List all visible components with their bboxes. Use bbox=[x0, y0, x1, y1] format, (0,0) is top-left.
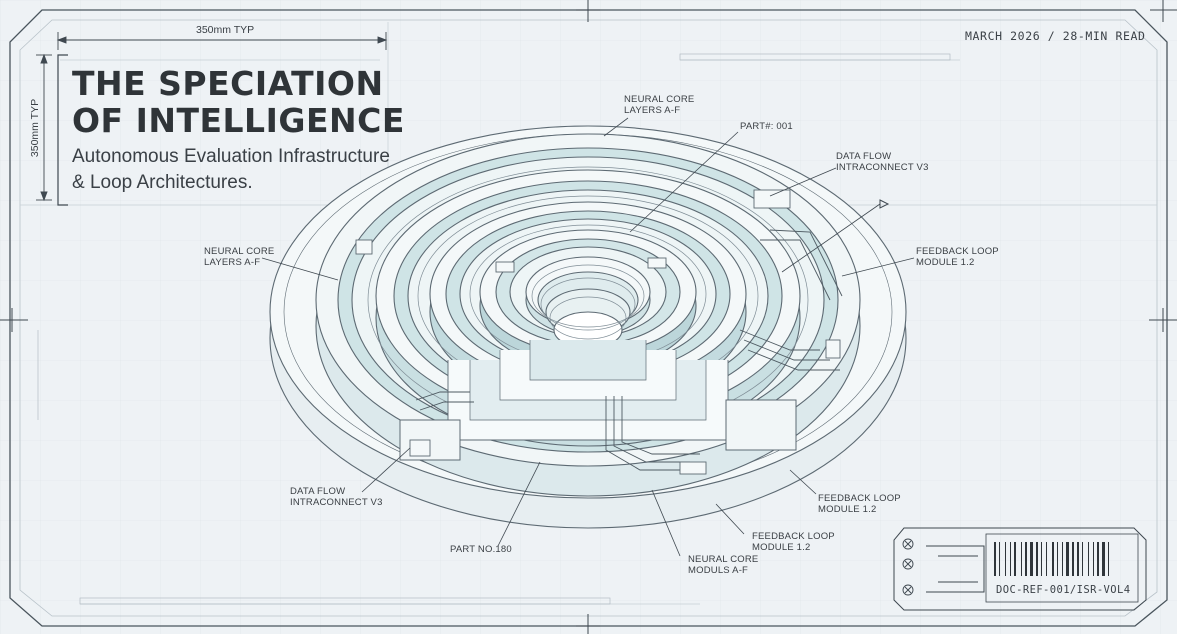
subtitle-line2: & Loop Architectures. bbox=[72, 172, 253, 193]
callout-text: FEEDBACK LOOP bbox=[752, 531, 835, 542]
arrow-icon bbox=[879, 199, 890, 209]
callout-text: MODULE 1.2 bbox=[752, 542, 811, 553]
circuit-traces bbox=[415, 229, 843, 471]
page-title-line1: THE SPECIATION bbox=[72, 64, 384, 103]
dimension-height-label: 350mm TYP bbox=[29, 98, 41, 158]
leader-lines bbox=[261, 117, 915, 557]
callout-neural-core-left: NEURAL CORE LAYERS A-F bbox=[204, 246, 274, 268]
page-title-line2: OF INTELLIGENCE bbox=[72, 101, 405, 140]
callout-text: PART#: 001 bbox=[740, 121, 793, 132]
callout-text: INTRACONNECT V3 bbox=[290, 497, 383, 508]
barcode-icon bbox=[994, 542, 1109, 576]
callout-text: LAYERS A-F bbox=[204, 257, 261, 268]
date-read-label: MARCH 2026 / 28-MIN READ bbox=[965, 29, 1146, 43]
tag-plate bbox=[893, 527, 1147, 611]
callout-feedback-lower-right: FEEDBACK LOOP MODULE 1.2 bbox=[818, 493, 901, 515]
callout-text: NEURAL CORE bbox=[688, 554, 759, 565]
core-layers bbox=[367, 166, 809, 434]
callout-text: FEEDBACK LOOP bbox=[916, 246, 999, 257]
callout-text: NEURAL CORE bbox=[204, 246, 275, 257]
callout-feedback-bottom: FEEDBACK LOOP MODULE 1.2 bbox=[752, 531, 835, 553]
callout-text: MODULS A-F bbox=[688, 565, 749, 576]
crosshair-icon bbox=[0, 308, 28, 332]
dimension-height bbox=[36, 53, 52, 202]
doc-ref-label: DOC-REF-001/ISR-VOL4 bbox=[996, 584, 1131, 596]
callout-neural-core-bottom: NEURAL CORE MODULS A-F bbox=[688, 554, 758, 576]
inner-frame bbox=[19, 19, 1158, 617]
callout-text: NEURAL CORE bbox=[624, 94, 695, 105]
callout-text: MODULE 1.2 bbox=[916, 257, 975, 268]
cutaway-section bbox=[399, 340, 797, 461]
callout-text: INTRACONNECT V3 bbox=[836, 162, 929, 173]
callout-neural-core-top: NEURAL CORE LAYERS A-F bbox=[624, 94, 694, 116]
callout-part-001: PART#: 001 bbox=[740, 121, 793, 132]
crosshair-icon bbox=[1150, 0, 1177, 22]
connector-blocks bbox=[355, 189, 841, 475]
title-bracket bbox=[57, 54, 68, 206]
subtitle-line1: Autonomous Evaluation Infrastructure bbox=[72, 146, 390, 167]
screw-icon bbox=[902, 558, 914, 570]
screw-icon bbox=[902, 538, 914, 550]
callout-text: LAYERS A-F bbox=[624, 105, 681, 116]
crosshair-icon bbox=[576, 0, 600, 22]
dimension-width-label: 350mm TYP bbox=[196, 24, 255, 36]
crosshair-icon bbox=[576, 614, 600, 634]
callout-data-flow-bottom: DATA FLOW INTRACONNECT V3 bbox=[290, 486, 383, 508]
callout-text: MODULE 1.2 bbox=[818, 504, 877, 515]
callout-feedback-right: FEEDBACK LOOP MODULE 1.2 bbox=[916, 246, 999, 268]
callout-text: PART NO.180 bbox=[450, 544, 512, 555]
callout-text: FEEDBACK LOOP bbox=[818, 493, 901, 504]
outer-frame bbox=[9, 9, 1168, 627]
callout-part-180: PART NO.180 bbox=[450, 544, 512, 555]
callout-data-flow-top: DATA FLOW INTRACONNECT V3 bbox=[836, 151, 929, 173]
callout-text: DATA FLOW bbox=[836, 151, 892, 162]
scale-ruler bbox=[37, 53, 951, 605]
dimension-width bbox=[56, 32, 388, 50]
callout-text: DATA FLOW bbox=[290, 486, 346, 497]
screw-icon bbox=[902, 584, 914, 596]
crosshair-icon bbox=[1149, 308, 1177, 332]
